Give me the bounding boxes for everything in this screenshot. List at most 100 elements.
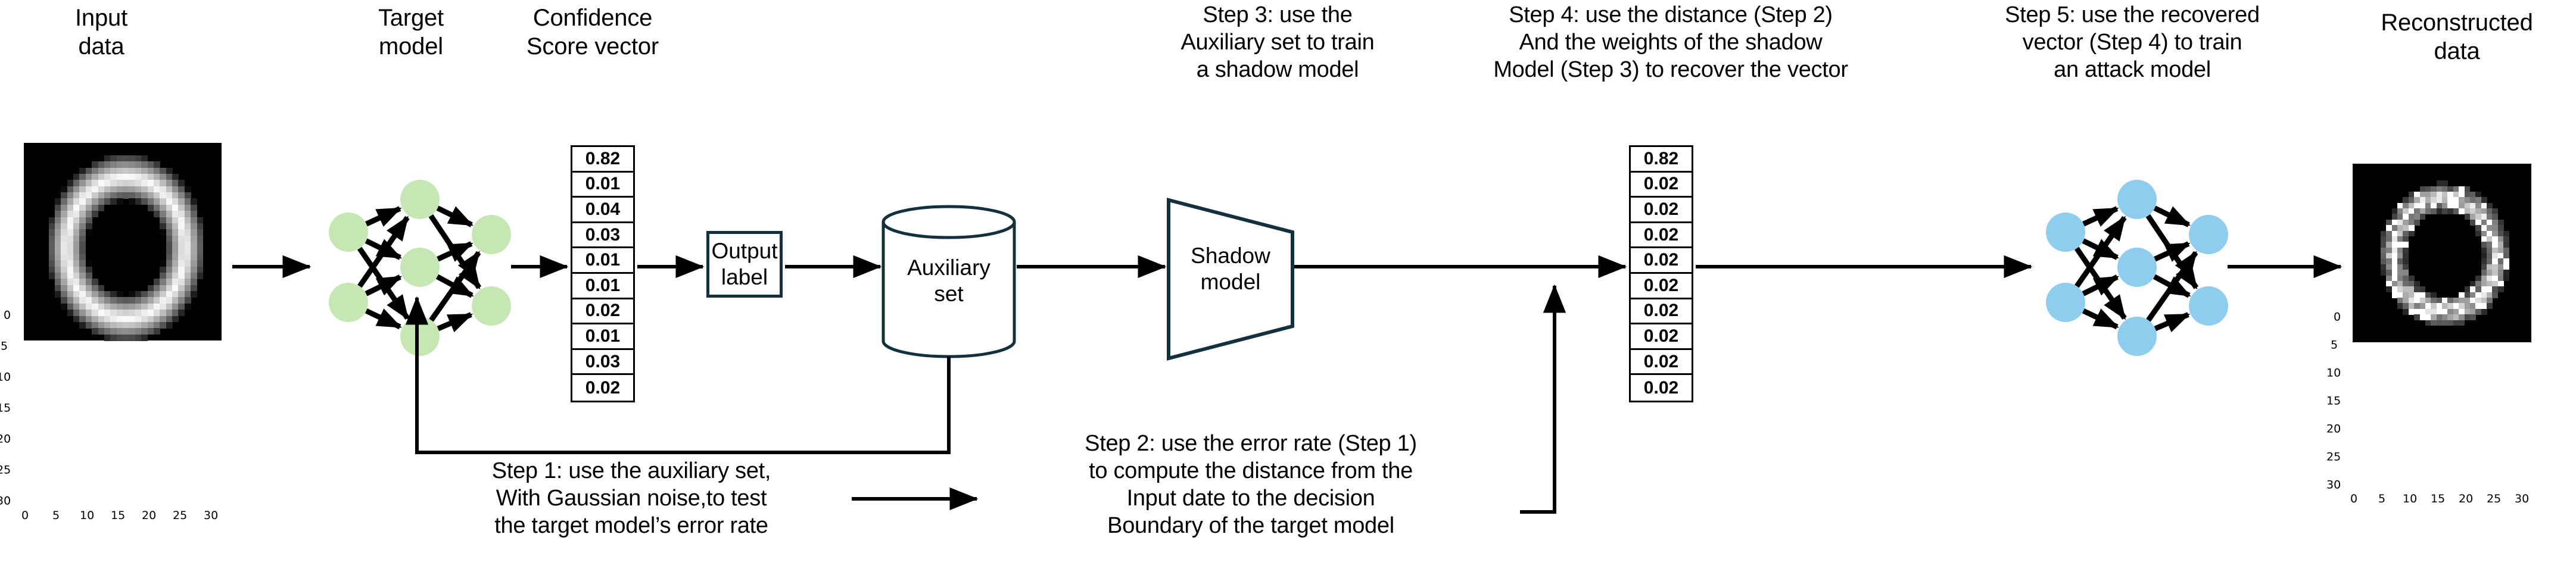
confidence-vector-cell-6: 0.02 [572, 299, 633, 325]
input-digit-image [24, 143, 222, 341]
target-model-node-0 [329, 213, 368, 252]
attack-model-node-3 [2117, 248, 2157, 287]
network-edge [2146, 251, 2198, 322]
confidence-vector-cell-4: 0.01 [572, 248, 633, 274]
attack-model-node-5 [2189, 215, 2228, 254]
input-y-tick-25: 25 [0, 463, 11, 477]
label-step-4: Step 4: use the distance (Step 2) And th… [1493, 2, 1848, 82]
network-edge [437, 312, 474, 333]
output-y-tick-10: 10 [2326, 366, 2341, 380]
output-y-tick-5: 5 [2331, 338, 2338, 352]
output-x-tick-10: 10 [2403, 492, 2418, 505]
attack-model-node-2 [2117, 180, 2157, 219]
label-input-data: Input data [75, 5, 127, 60]
target-model-node-1 [329, 283, 368, 322]
network-edge [365, 274, 403, 296]
input-x-tick-0: 0 [21, 509, 29, 522]
network-edge [365, 206, 402, 227]
confidence-vector-cell-7: 0.01 [572, 324, 633, 350]
network-edge [2082, 274, 2120, 296]
recovered-vector-cell-4: 0.02 [1631, 248, 1692, 274]
output-y-tick-0: 0 [2334, 310, 2341, 324]
recovered-vector-cell-0: 0.82 [1631, 147, 1692, 173]
network-edge [365, 308, 402, 330]
target-model-node-4 [400, 317, 440, 356]
auxiliary-set-label: Auxiliary set [907, 255, 990, 306]
input-data-plot: 0 5 10 15 20 25 30 0 5 10 15 20 25 30 [0, 143, 256, 521]
output-y-tick-30: 30 [2326, 478, 2341, 492]
recovered-vector-cell-3: 0.02 [1631, 223, 1692, 249]
confidence-vector-cell-9: 0.02 [585, 377, 621, 398]
input-y-tick-15: 15 [0, 401, 11, 415]
input-x-tick-25: 25 [173, 509, 188, 522]
output-x-tick-30: 30 [2515, 492, 2530, 505]
network-edge [2154, 241, 2191, 262]
input-y-tick-30: 30 [0, 494, 11, 508]
network-edge [2153, 205, 2191, 227]
recovered-vector-cell-5: 0.02 [1631, 274, 1692, 299]
output-x-tick-25: 25 [2487, 492, 2502, 505]
output-label-box[interactable]: Output label [706, 231, 783, 298]
network-edge [437, 241, 474, 262]
label-step-3: Step 3: use the Auxiliary set to train a… [1180, 2, 1375, 82]
confidence-vector-cell-8: 0.03 [572, 350, 633, 376]
network-edge [357, 215, 410, 288]
output-y-tick-15: 15 [2326, 394, 2341, 408]
output-y-tick-25: 25 [2326, 450, 2341, 464]
input-x-tick-20: 20 [142, 509, 157, 522]
input-y-tick-0: 0 [4, 308, 11, 322]
input-x-tick-15: 15 [111, 509, 126, 522]
input-y-tick-5: 5 [1, 339, 8, 353]
network-edge [2082, 308, 2119, 330]
input-y-tick-20: 20 [0, 432, 11, 446]
target-model-node-2 [400, 180, 440, 219]
label-reconstructed-data: Reconstructed data [2381, 10, 2533, 64]
output-x-tick-15: 15 [2431, 492, 2446, 505]
recovered-vector-cell-2: 0.02 [1631, 198, 1692, 223]
network-edge [2082, 206, 2119, 227]
network-edge [2074, 215, 2127, 288]
recovered-vector-cell-6: 0.02 [1631, 299, 1692, 325]
target-model-node-3 [400, 248, 440, 287]
confidence-vector-cell-0: 0.82 [572, 147, 633, 173]
input-x-tick-30: 30 [204, 509, 219, 522]
confidence-vector-cell-5: 0.01 [572, 274, 633, 299]
network-edge [2154, 312, 2191, 333]
output-x-tick-0: 0 [2350, 492, 2358, 505]
network-edge [429, 251, 481, 322]
output-x-tick-5: 5 [2378, 492, 2386, 505]
attack-model-node-0 [2046, 213, 2085, 252]
arrow-step1-feedback [405, 296, 951, 454]
attack-model-node-4 [2117, 317, 2157, 356]
attack-model-node-6 [2189, 286, 2228, 326]
label-confidence-score-vector: Confidence Score vector [526, 5, 659, 60]
output-x-tick-20: 20 [2459, 492, 2474, 505]
confidence-vector-cell-2: 0.04 [572, 198, 633, 223]
confidence-vector-cell-1: 0.01 [572, 173, 633, 198]
recovered-vector-cell-7: 0.02 [1631, 324, 1692, 350]
network-edge [436, 205, 474, 227]
attack-model-node-1 [2046, 283, 2085, 322]
confidence-vector-cell-3: 0.03 [572, 223, 633, 249]
label-target-model: Target model [378, 5, 444, 60]
input-y-tick-10: 10 [0, 370, 11, 384]
target-model-node-6 [472, 286, 511, 326]
label-step-5: Step 5: use the recovered vector (Step 4… [2005, 2, 2260, 82]
recovered-vector-cell-1: 0.02 [1631, 173, 1692, 198]
recovered-vector-cell-8: 0.02 [1631, 350, 1692, 376]
target-model-node-5 [472, 215, 511, 254]
shadow-model-label: Shadow model [1191, 243, 1270, 294]
label-step-1: Step 1: use the auxiliary set, With Gaus… [491, 458, 771, 538]
recovered-vector-cell-9: 0.02 [1643, 377, 1679, 398]
reconstructed-data-plot: 0 5 10 15 20 25 30 0 5 10 15 20 25 30 [2323, 152, 2576, 505]
output-y-tick-20: 20 [2326, 422, 2341, 436]
label-step-2: Step 2: use the error rate (Step 1) to c… [1085, 431, 1417, 538]
input-x-tick-5: 5 [52, 509, 60, 522]
arrow-step2-to-main [1520, 284, 1566, 514]
